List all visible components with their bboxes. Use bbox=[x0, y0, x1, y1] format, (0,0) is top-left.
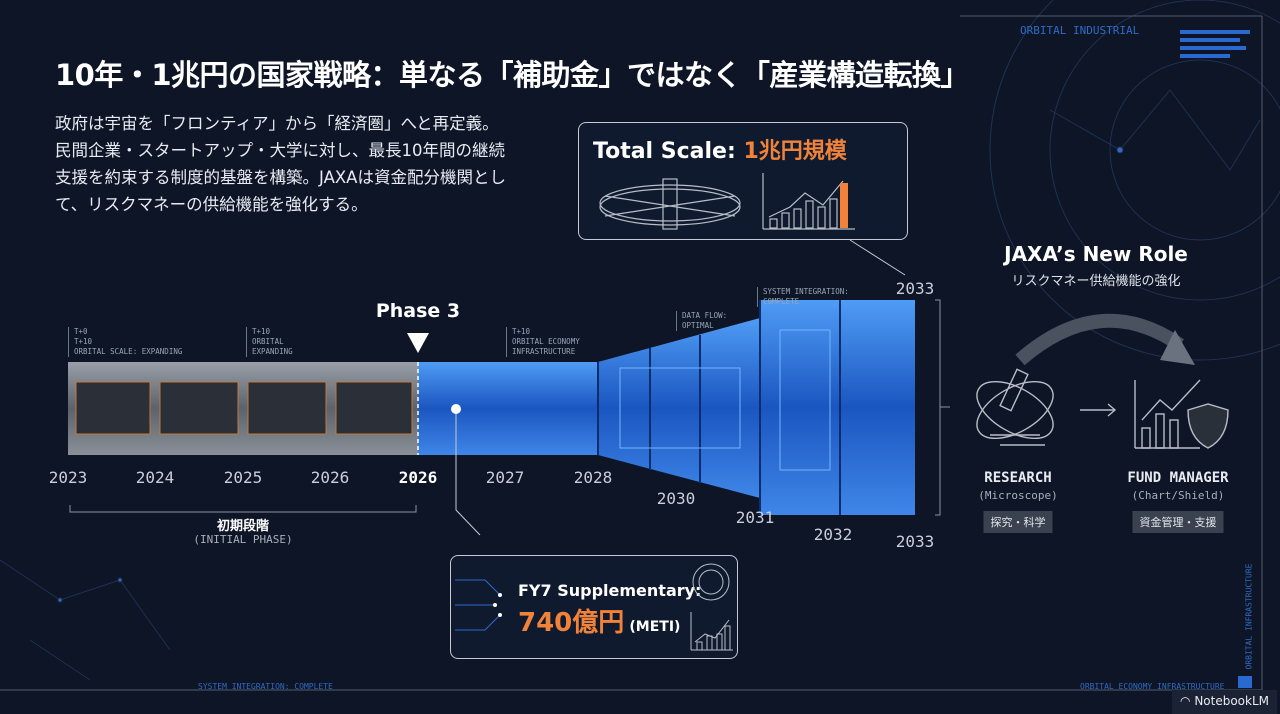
annotation: DATA FLOW:OPTIMAL bbox=[676, 311, 727, 331]
fy7-sub: (METI) bbox=[629, 619, 681, 635]
fund-manager-label: FUND MANAGER bbox=[1127, 470, 1229, 486]
station-and-chart-illustration bbox=[599, 173, 855, 230]
year-label: 2026 bbox=[310, 468, 350, 487]
tube-blue-section bbox=[418, 362, 598, 455]
intro-line: 支援を約束する制度的基盤を構築。JAXAは資金配分機関とし bbox=[55, 168, 506, 187]
fy7-value: 740億円 bbox=[518, 608, 625, 638]
total-scale-callout: Total Scale: 1兆円規模 bbox=[578, 122, 908, 240]
seal-and-chart-icon bbox=[690, 563, 733, 651]
research-tag: 探究・科学 bbox=[983, 511, 1053, 533]
annotation: SYSTEM INTEGRATION:COMPLETE bbox=[757, 287, 849, 307]
decor-system-integration: SYSTEM INTEGRATION: COMPLETE bbox=[198, 682, 333, 691]
decor-orbital-economy: ORBITAL ECONOMY INFRASTRUCTURE bbox=[1080, 682, 1225, 691]
jaxa-title: JAXA’s New Role bbox=[1004, 242, 1188, 266]
page-title: 10年・1兆円の国家戦略：単なる「補助金」ではなく「産業構造転換」 bbox=[55, 58, 970, 92]
intro-line: 政府は宇宙を「フロンティア」から「経済圏」へと再定義。 bbox=[55, 114, 499, 133]
year-label: 2027 bbox=[485, 468, 525, 487]
intro-line: 民間企業・スタートアップ・大学に対し、最長10年間の継続 bbox=[55, 141, 505, 160]
phase-label: Phase 3 bbox=[375, 300, 461, 322]
fund-manager-tag: 資金管理・支援 bbox=[1132, 511, 1224, 533]
initial-phase-sub: (INITIAL PHASE) bbox=[193, 533, 293, 546]
year-label: 2030 bbox=[656, 489, 696, 508]
tube-cylinder bbox=[760, 300, 915, 515]
tube-flare bbox=[598, 318, 760, 498]
jaxa-role-illustration bbox=[976, 313, 1229, 449]
phase-marker-icon bbox=[407, 333, 429, 353]
notebooklm-watermark: ◠ NotebookLM bbox=[1172, 690, 1278, 714]
year-label: 2031 bbox=[735, 508, 775, 527]
year-label: 2033 bbox=[895, 532, 935, 551]
year-label: 2025 bbox=[223, 468, 263, 487]
year-label-top: 2033 bbox=[895, 279, 935, 298]
fy7-label: FY7 Supplementary: bbox=[518, 581, 702, 600]
year-label: 2024 bbox=[135, 468, 175, 487]
jaxa-subtitle: リスクマネー供給機能の強化 bbox=[1011, 274, 1181, 289]
circuit-icon bbox=[455, 579, 502, 631]
intro-paragraph: 政府は宇宙を「フロンティア」から「経済圏」へと再定義。 民間企業・スタートアップ… bbox=[55, 110, 535, 218]
research-label: RESEARCH bbox=[984, 470, 1052, 486]
year-label: 2028 bbox=[573, 468, 613, 487]
total-scale-label: Total Scale: bbox=[593, 139, 736, 164]
year-label: 2023 bbox=[48, 468, 88, 487]
intro-line: て、リスクマネーの供給機能を強化する。 bbox=[55, 195, 368, 214]
decor-orbital-industrial: ORBITAL INDUSTRIAL bbox=[1020, 24, 1140, 37]
total-scale-value: 1兆円規模 bbox=[743, 139, 847, 164]
fund-manager-sub: (Chart/Shield) bbox=[1131, 489, 1225, 502]
year-label-current: 2026 bbox=[398, 468, 438, 487]
initial-phase-label: 初期段階 bbox=[216, 519, 270, 534]
research-sub: (Microscope) bbox=[978, 489, 1058, 502]
highlight-bar bbox=[840, 183, 848, 228]
notebooklm-logo-icon: ◠ bbox=[1180, 694, 1191, 708]
year-label: 2032 bbox=[813, 525, 853, 544]
fy7-callout: FY7 Supplementary: 740億円 (METI) bbox=[450, 555, 738, 659]
